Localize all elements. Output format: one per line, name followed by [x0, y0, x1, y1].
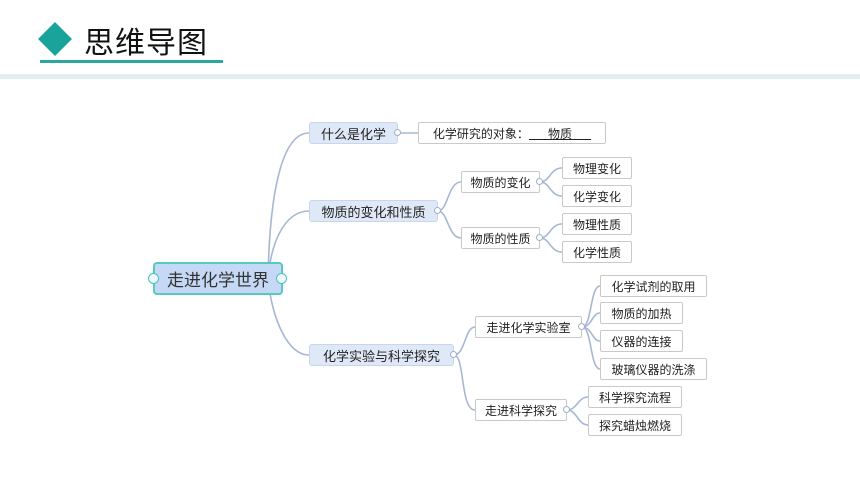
- branch-change-and-property[interactable]: 物质的变化和性质: [309, 200, 438, 222]
- research-object-answer: 物质: [548, 126, 573, 141]
- leaf-candle-burning[interactable]: 探究蜡烛燃烧: [588, 414, 682, 436]
- node-collapse-icon[interactable]: [536, 234, 543, 241]
- branch-what-is-chemistry[interactable]: 什么是化学: [309, 122, 398, 144]
- research-object-blank: 物质: [529, 125, 591, 142]
- root-collapse-left-icon[interactable]: [148, 273, 159, 284]
- leaf-heating[interactable]: 物质的加热: [600, 302, 683, 324]
- node-collapse-icon[interactable]: [536, 178, 543, 185]
- inquiry-node[interactable]: 走进科学探究: [475, 399, 567, 421]
- header-divider: [0, 74, 860, 79]
- leaf-physical-property[interactable]: 物理性质: [562, 213, 632, 235]
- substance-change-node[interactable]: 物质的变化: [461, 171, 540, 193]
- leaf-glassware-washing[interactable]: 玻璃仪器的洗涤: [600, 358, 707, 380]
- substance-property-node[interactable]: 物质的性质: [461, 227, 540, 249]
- branch-experiment-and-inquiry[interactable]: 化学实验与科学探究: [309, 344, 454, 366]
- root-node[interactable]: 走进化学世界: [153, 262, 283, 295]
- leaf-chemical-change[interactable]: 化学变化: [562, 185, 632, 207]
- title-underline: [40, 60, 223, 63]
- branch-collapse-icon[interactable]: [434, 207, 441, 214]
- research-object-prefix: 化学研究的对象：: [432, 126, 529, 141]
- leaf-physical-change[interactable]: 物理变化: [562, 157, 632, 179]
- page-title: 思维导图: [84, 26, 208, 61]
- leaf-chemical-property[interactable]: 化学性质: [562, 241, 632, 263]
- branch-collapse-icon[interactable]: [394, 129, 401, 136]
- leaf-inquiry-process[interactable]: 科学探究流程: [588, 386, 682, 408]
- branch-collapse-icon[interactable]: [450, 351, 457, 358]
- leaf-connection[interactable]: 仪器的连接: [600, 330, 683, 352]
- node-collapse-icon[interactable]: [578, 323, 585, 330]
- node-collapse-icon[interactable]: [563, 406, 570, 413]
- research-object-node[interactable]: 化学研究的对象： 物质: [418, 122, 606, 144]
- lab-node[interactable]: 走进化学实验室: [475, 316, 582, 338]
- root-collapse-right-icon[interactable]: [276, 273, 287, 284]
- leaf-reagent-use[interactable]: 化学试剂的取用: [600, 275, 707, 297]
